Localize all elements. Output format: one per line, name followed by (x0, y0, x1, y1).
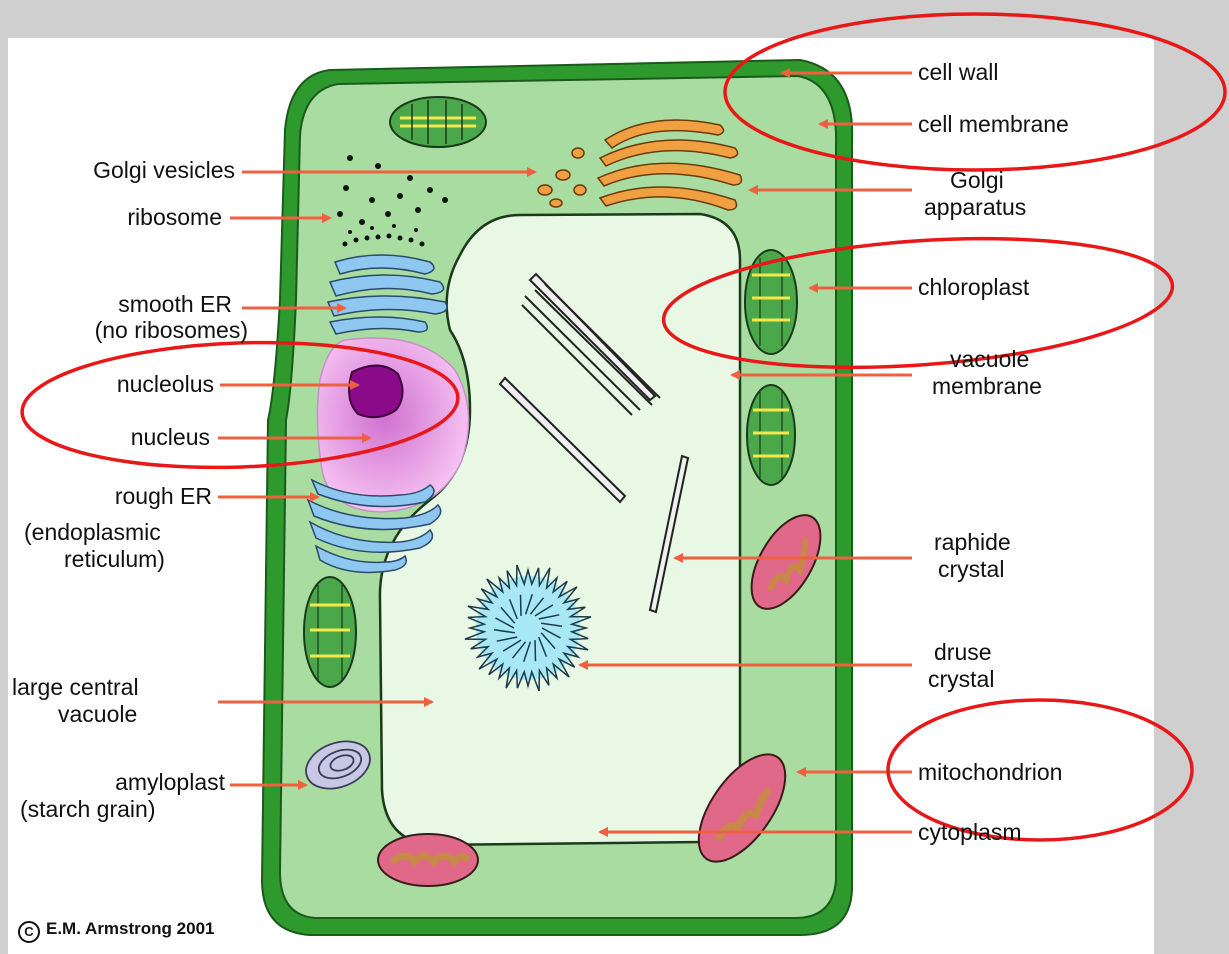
label-cell-wall: cell wall (918, 60, 999, 84)
label-raphide-line1: raphide (934, 530, 1011, 554)
label-nucleus: nucleus (20, 425, 210, 449)
label-amyloplast-line2: (starch grain) (20, 797, 155, 821)
label-druse-line2: crystal (928, 667, 994, 691)
label-rough-er-line1: rough ER (20, 484, 212, 508)
label-rough-er-line3: reticulum) (64, 547, 165, 571)
label-golgi-apparatus-line2: apparatus (924, 195, 1026, 219)
label-smooth-er-line2: (no ribosomes) (10, 318, 248, 342)
label-amyloplast-line1: amyloplast (20, 770, 225, 794)
copyright-icon: C (18, 921, 40, 943)
credit-line: C E.M. Armstrong 2001 (18, 919, 214, 943)
label-chloroplast: chloroplast (918, 275, 1029, 299)
label-golgi-vesicles: Golgi vesicles (20, 158, 235, 182)
nucleolus-shape (349, 365, 402, 417)
label-smooth-er-line1: smooth ER (20, 292, 232, 316)
label-raphide-line2: crystal (938, 557, 1004, 581)
nucleus-shape (317, 338, 468, 512)
credit-text: E.M. Armstrong 2001 (46, 919, 214, 938)
label-vacuole-line1: large central (12, 675, 139, 699)
label-rough-er-line2: (endoplasmic (24, 520, 161, 544)
label-mitochondrion: mitochondrion (918, 760, 1062, 784)
label-nucleolus: nucleolus (20, 372, 214, 396)
label-golgi-apparatus-line1: Golgi (950, 168, 1004, 192)
label-ribosome: ribosome (20, 205, 222, 229)
label-druse-line1: druse (934, 640, 992, 664)
label-cytoplasm: cytoplasm (918, 820, 1022, 844)
label-vacuole-line2: vacuole (58, 702, 137, 726)
label-cell-membrane: cell membrane (918, 112, 1069, 136)
label-vacuole-membrane-line2: membrane (932, 374, 1042, 398)
label-vacuole-membrane-line1: vacuole (950, 347, 1029, 371)
